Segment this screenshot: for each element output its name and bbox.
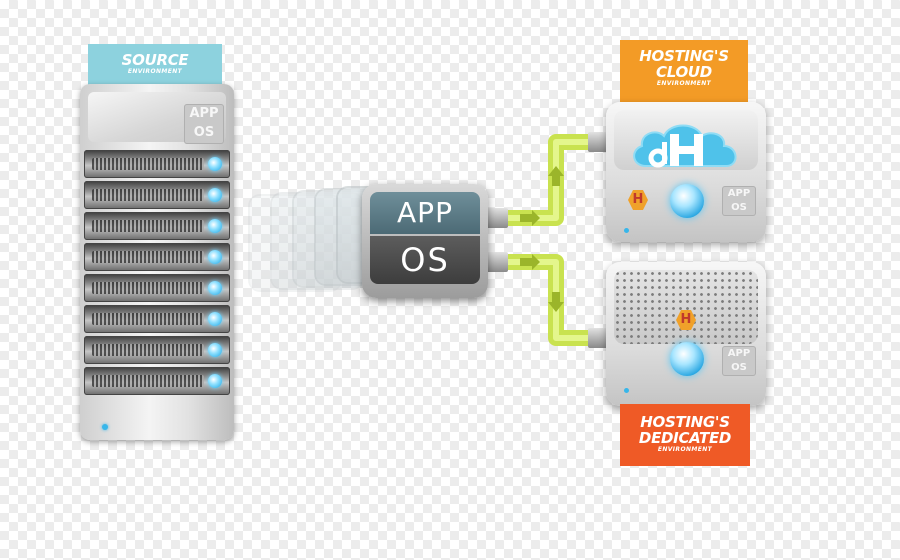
hosting-badge-icon: H bbox=[628, 190, 648, 210]
package-os-label: OS bbox=[370, 236, 480, 284]
status-light-icon bbox=[208, 188, 222, 202]
server-unit bbox=[84, 274, 230, 302]
arrow-right-icon bbox=[520, 210, 540, 226]
server-unit bbox=[84, 243, 230, 271]
source-title: SOURCE bbox=[121, 51, 189, 69]
dedicated-environment-label: HOSTING'S DEDICATED ENVIRONMENT bbox=[620, 404, 750, 466]
hosting-cloud-logo-icon bbox=[633, 124, 737, 168]
pipe-connector bbox=[486, 208, 508, 228]
source-os-label: OS bbox=[193, 125, 215, 140]
cloud-subtitle: ENVIRONMENT bbox=[656, 80, 712, 87]
vent-grill bbox=[92, 189, 204, 201]
cloud-app-label: APP bbox=[727, 188, 751, 199]
vent-grill bbox=[92, 251, 204, 263]
vent-grill bbox=[92, 158, 204, 170]
vent-grill bbox=[92, 282, 204, 294]
status-light-icon bbox=[208, 250, 222, 264]
dedicated-subtitle: ENVIRONMENT bbox=[657, 446, 713, 453]
dedicated-os-label: OS bbox=[731, 362, 747, 373]
cloud-environment-label: HOSTING'S CLOUD ENVIRONMENT bbox=[620, 40, 748, 102]
server-unit bbox=[84, 212, 230, 240]
status-light-icon bbox=[208, 312, 222, 326]
source-app-os-icon: APP OS bbox=[184, 104, 224, 144]
server-unit bbox=[84, 181, 230, 209]
app-os-package: APP OS bbox=[362, 184, 488, 298]
server-unit bbox=[84, 367, 230, 395]
arrow-right-icon bbox=[520, 254, 540, 270]
dedicated-app-label: APP bbox=[727, 348, 751, 359]
cloud-title: HOSTING'S bbox=[639, 47, 729, 65]
status-light-icon bbox=[208, 343, 222, 357]
power-light-icon bbox=[102, 424, 108, 430]
pipe-connector bbox=[486, 252, 508, 272]
hosting-badge-icon: H bbox=[676, 310, 696, 330]
vent-grill bbox=[92, 220, 204, 232]
dedicated-title: HOSTING'S bbox=[640, 413, 730, 431]
dedicated-server-grille bbox=[614, 270, 758, 344]
vent-grill bbox=[92, 344, 204, 356]
motion-trail-ghost bbox=[250, 196, 340, 290]
pipe-connector bbox=[588, 328, 610, 348]
dedicated-pipe bbox=[505, 254, 598, 346]
power-light-icon bbox=[624, 388, 629, 393]
dedicated-title-2: DEDICATED bbox=[638, 429, 732, 447]
server-unit bbox=[84, 336, 230, 364]
arrow-down-icon bbox=[548, 292, 564, 312]
server-unit bbox=[84, 150, 230, 178]
dedicated-server: H APP OS bbox=[606, 262, 766, 406]
cloud-app-os-icon: APP OS bbox=[722, 186, 756, 216]
rack-top-panel: APP OS bbox=[88, 92, 226, 144]
vent-grill bbox=[92, 313, 204, 325]
source-subtitle: ENVIRONMENT bbox=[127, 68, 183, 75]
source-server-rack: APP OS bbox=[80, 84, 234, 440]
source-app-label: APP bbox=[189, 106, 219, 121]
status-ring-icon bbox=[670, 342, 704, 376]
status-light-icon bbox=[208, 157, 222, 171]
cloud-os-label: OS bbox=[731, 202, 747, 213]
source-environment-label: SOURCE ENVIRONMENT bbox=[88, 44, 222, 88]
dedicated-app-os-icon: APP OS bbox=[722, 346, 756, 376]
status-light-icon bbox=[208, 374, 222, 388]
pipe-connector bbox=[588, 132, 610, 152]
status-light-icon bbox=[208, 219, 222, 233]
server-unit bbox=[84, 305, 230, 333]
status-light-icon bbox=[208, 281, 222, 295]
status-ring-icon bbox=[670, 184, 704, 218]
arrow-up-icon bbox=[548, 166, 564, 186]
vent-grill bbox=[92, 375, 204, 387]
package-app-label: APP bbox=[370, 192, 480, 234]
power-light-icon bbox=[624, 228, 629, 233]
cloud-pipe bbox=[505, 134, 598, 226]
cloud-title-2: CLOUD bbox=[656, 63, 712, 81]
